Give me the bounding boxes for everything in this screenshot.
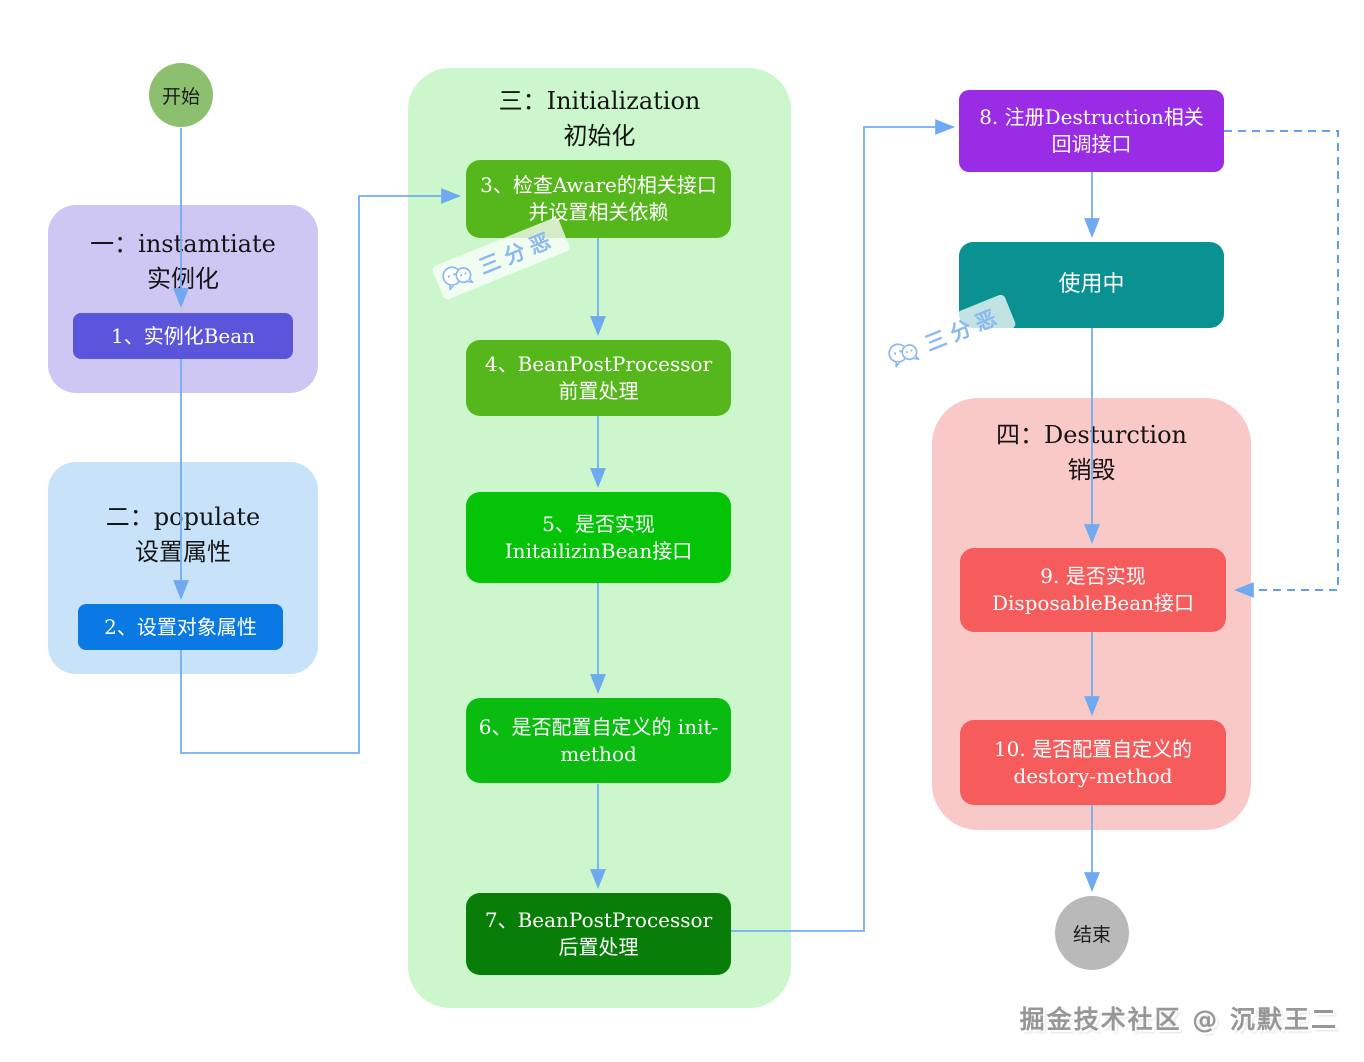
stage-title-cn: 设置属性 [135,538,231,566]
wechat-stamp: 三分恶 [877,293,1017,378]
stage-title-en: 二：populate [105,503,261,531]
stamp-text: 三分恶 [921,303,1006,357]
step-label: 2、设置对象属性 [104,614,257,639]
stage-initialization-title: 三：Initialization 初始化 [408,84,791,154]
step-10-destroy-method: 10. 是否配置自定义的 destory-method [960,720,1226,805]
end-node: 结束 [1055,896,1129,970]
stage-title-cn: 销毁 [1067,456,1116,484]
end-label: 结束 [1072,923,1111,946]
stage-instantiate-container: 一：instamtiate 实例化 [48,205,318,393]
step-label: 使用中 [1058,272,1125,298]
stage-title-en: 四：Desturction [995,421,1187,449]
step-label: 4、BeanPostProcessor 前置处理 [484,352,713,403]
step-4-beanpostprocessor-before: 4、BeanPostProcessor 前置处理 [466,340,731,416]
step-3-check-aware: 3、检查Aware的相关接口并设置相关依赖 [466,160,731,238]
step-5-initializingbean: 5、是否实现 InitailizinBean接口 [466,492,731,583]
step-label: 6、是否配置自定义的 init-method [478,714,719,766]
step-6-init-method: 6、是否配置自定义的 init-method [466,698,731,783]
step-label: 7、BeanPostProcessor 后置处理 [484,908,713,959]
stage-instantiate-title: 一：instamtiate 实例化 [48,227,318,297]
step-9-disposablebean: 9. 是否实现 DisposableBean接口 [960,548,1226,632]
step-1-instantiate-bean: 1、实例化Bean [73,313,293,359]
stage-title-cn: 初始化 [563,122,636,150]
step-label: 5、是否实现 InitailizinBean接口 [504,511,693,563]
wechat-icon [888,342,920,368]
step-8-register-destruction-callback: 8. 注册Destruction相关回调接口 [959,90,1224,172]
step-label: 8. 注册Destruction相关回调接口 [979,105,1204,156]
start-label: 开始 [161,85,200,108]
start-node: 开始 [149,63,213,127]
credit-watermark: 掘金技术社区 @ 沉默王二 [1019,1005,1338,1034]
wechat-stamp: 三分恶 [431,216,571,301]
step-label: 9. 是否实现 DisposableBean接口 [991,564,1195,615]
stage-title-en: 一：instamtiate [90,230,276,258]
stage-populate-title: 二：populate 设置属性 [48,500,318,570]
step-label: 10. 是否配置自定义的 destory-method [993,736,1193,788]
stage-title-cn: 实例化 [147,265,219,293]
step-2-set-properties: 2、设置对象属性 [78,604,283,650]
step-label: 1、实例化Bean [110,323,256,348]
wechat-icon [442,265,474,291]
stage-title-en: 三：Initialization [498,87,701,115]
in-use-node: 使用中 [959,242,1224,328]
step-label: 3、检查Aware的相关接口并设置相关依赖 [480,173,717,224]
step-7-beanpostprocessor-after: 7、BeanPostProcessor 后置处理 [466,893,731,975]
stage-destruction-title: 四：Desturction 销毁 [932,418,1251,488]
